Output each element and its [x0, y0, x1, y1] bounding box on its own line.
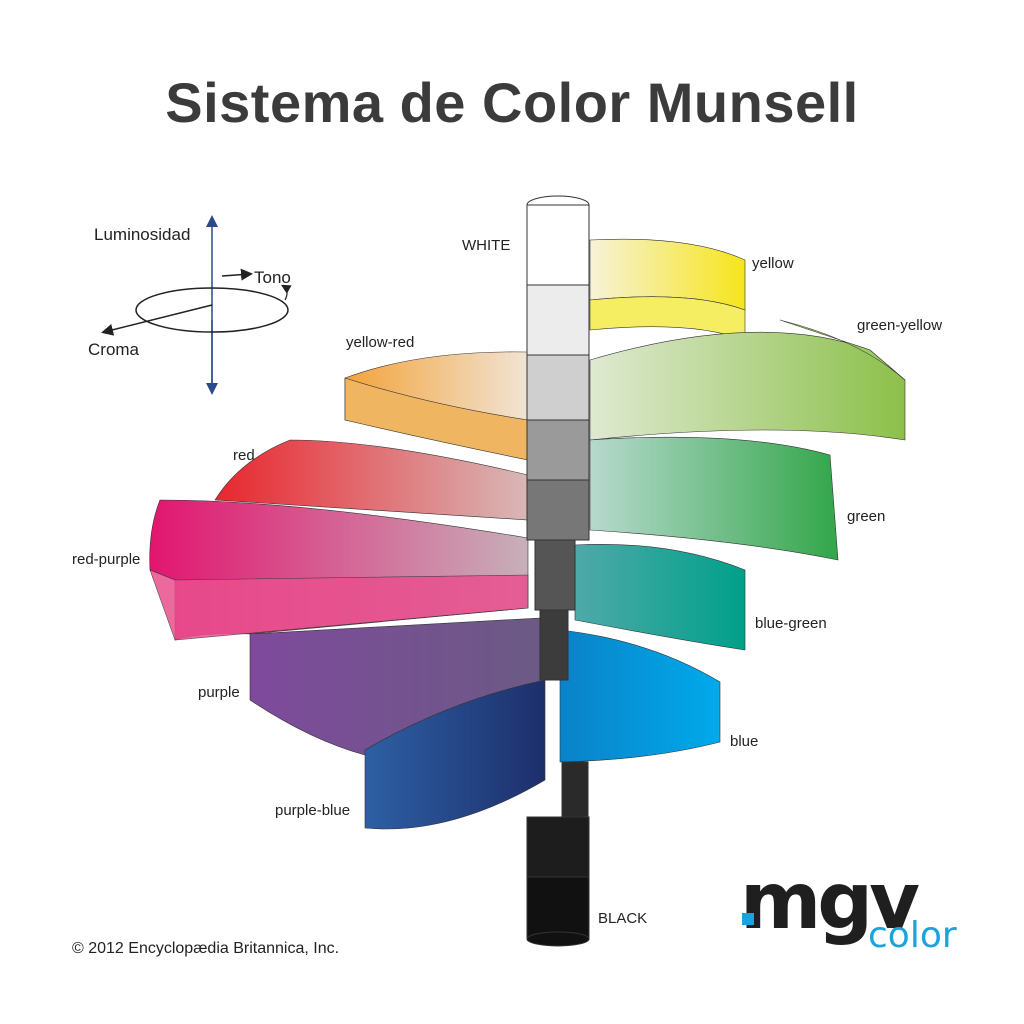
- logo-accent-dot: [742, 913, 754, 925]
- label-purple: purple: [198, 684, 240, 701]
- axes-legend: Luminosidad Tono Croma: [88, 215, 292, 395]
- chroma-label: Croma: [88, 340, 140, 359]
- value-axis-column: [526, 195, 590, 947]
- hue-leaf-red-purple: [149, 499, 529, 641]
- copyright-notice: © 2012 Encyclopædia Britannica, Inc.: [72, 940, 340, 957]
- label-red: red: [233, 447, 255, 464]
- logo-brand-text: mgv: [740, 857, 920, 947]
- chroma-arrow: [101, 304, 213, 336]
- label-yellow-red: yellow-red: [346, 334, 414, 351]
- label-yellow: yellow: [752, 255, 794, 272]
- label-red-purple: red-purple: [72, 551, 140, 568]
- white-label: WHITE: [462, 237, 510, 254]
- label-purple-blue: purple-blue: [275, 802, 350, 819]
- hue-label: Tono: [254, 268, 291, 287]
- hue-arrow: [221, 268, 253, 281]
- hue-leaf-red: [214, 439, 529, 521]
- hue-leaf-green-yellow: [589, 319, 906, 441]
- luminosity-label: Luminosidad: [94, 225, 190, 244]
- black-label: BLACK: [598, 910, 647, 927]
- label-blue: blue: [730, 733, 758, 750]
- page-title: Sistema de Color Munsell: [165, 71, 859, 134]
- hue-leaf-blue: [559, 629, 721, 763]
- label-green: green: [847, 508, 885, 525]
- mgv-color-logo: mgv color: [740, 857, 970, 975]
- hue-ellipse: [135, 287, 289, 333]
- logo-sub-text: color: [868, 915, 957, 956]
- hue-leaf-yellow: [589, 238, 746, 341]
- hue-leaf-green: [589, 436, 839, 561]
- label-green-yellow: green-yellow: [857, 317, 942, 334]
- label-blue-green: blue-green: [755, 615, 827, 632]
- hue-leaf-purple-blue: [364, 679, 546, 830]
- hue-leaf-yellow-red: [344, 351, 529, 461]
- hue-leaf-blue-green: [574, 543, 746, 651]
